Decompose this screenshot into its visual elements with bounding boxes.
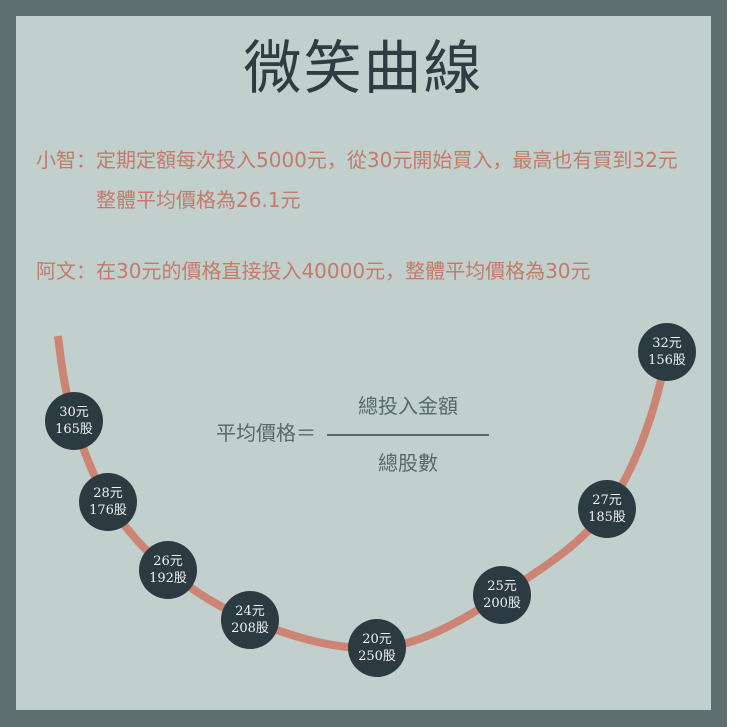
price-label: 24元 — [235, 604, 265, 619]
content-panel — [16, 16, 711, 710]
formula-numerator: 總投入金額 — [358, 394, 458, 418]
shares-label: 156股 — [648, 353, 686, 368]
price-label: 32元 — [652, 336, 682, 351]
shares-label: 200股 — [483, 596, 521, 611]
price-point-32: 32元 156股 — [638, 323, 696, 381]
price-point-30: 30元 165股 — [45, 392, 103, 450]
shares-label: 185股 — [588, 510, 626, 525]
shares-label: 208股 — [231, 621, 269, 636]
formula-denominator: 總股數 — [378, 451, 438, 475]
price-label: 27元 — [592, 493, 622, 508]
formula-fraction-line — [327, 434, 489, 436]
note-awen: 阿文：在30元的價格直接投入40000元，整體平均價格為30元 — [36, 259, 591, 283]
price-point-26: 26元 192股 — [139, 541, 197, 599]
shares-label: 250股 — [358, 649, 396, 664]
page-title: 微笑曲線 — [243, 34, 484, 102]
price-point-28: 28元 176股 — [79, 473, 137, 531]
shares-label: 165股 — [55, 422, 93, 437]
price-point-27: 27元 185股 — [578, 480, 636, 538]
smile-curve-path — [54, 335, 671, 653]
price-point-20: 20元 250股 — [348, 619, 406, 677]
shares-label: 176股 — [89, 503, 127, 518]
price-label: 26元 — [153, 554, 183, 569]
note-xiaozhi-line2: 整體平均價格為26.1元 — [96, 188, 301, 212]
note-xiaozhi-line1: 小智：定期定額每次投入5000元，從30元開始買入，最高也有買到32元 — [36, 148, 678, 172]
price-point-24: 24元 208股 — [221, 591, 279, 649]
price-label: 20元 — [362, 632, 392, 647]
price-point-25: 25元 200股 — [473, 566, 531, 624]
formula-label: 平均價格＝ — [216, 421, 316, 445]
price-label: 28元 — [93, 486, 123, 501]
price-label: 30元 — [59, 405, 89, 420]
price-label: 25元 — [487, 579, 517, 594]
shares-label: 192股 — [149, 571, 187, 586]
